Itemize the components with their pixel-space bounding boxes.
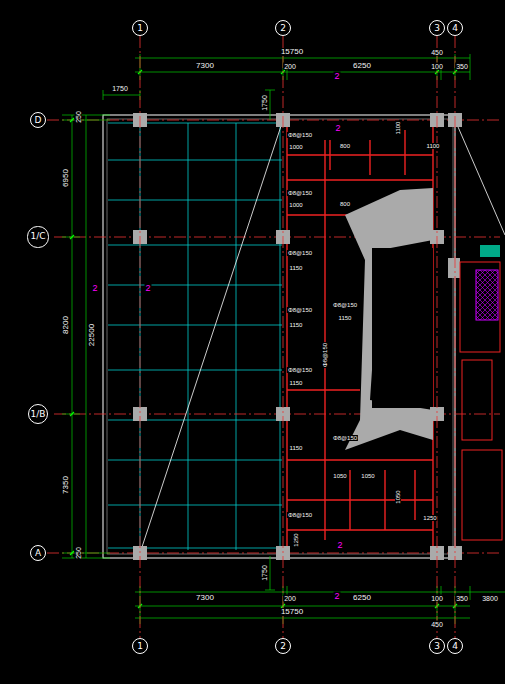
rebar-note: 1150 <box>338 315 353 321</box>
axis-label: 4 <box>452 24 458 33</box>
axis-label: 1 <box>137 642 143 651</box>
dimension-text: 450 <box>430 621 444 628</box>
axis-bubble: 1 <box>132 638 148 654</box>
dimension-text: 15750 <box>280 48 304 56</box>
axis-label: 2 <box>280 642 286 651</box>
dimension-text: 1750 <box>261 564 268 582</box>
axis-bubble: D <box>30 112 46 128</box>
rebar-note: Φ8@150 <box>287 190 313 196</box>
rebar-note: Φ8@150 <box>287 307 313 313</box>
rebar-note: Φ8@150 <box>287 250 313 256</box>
axis-label: 3 <box>434 642 440 651</box>
axis-bubble: 1 <box>132 20 148 36</box>
axis-label: D <box>35 116 42 125</box>
dimension-text: 100 <box>430 63 444 70</box>
dimension-text: 7300 <box>195 594 215 602</box>
axis-label: 3 <box>434 24 440 33</box>
section-mark: 2 <box>336 541 343 550</box>
dimension-text: 1750 <box>111 85 129 92</box>
axis-label: 1 <box>137 24 143 33</box>
rebar-note: Φ8@150 <box>332 302 358 308</box>
rebar-note: 1000 <box>288 144 303 150</box>
dimension-text: 8200 <box>62 315 70 335</box>
dimension-text: 250 <box>75 546 82 560</box>
axis-label: 4 <box>452 642 458 651</box>
dimension-text: 7350 <box>62 475 70 495</box>
rebar-note: 1150 <box>289 322 304 328</box>
dimension-text: 200 <box>283 595 297 602</box>
dimension-text: 3800 <box>481 595 499 602</box>
dimension-text: 350 <box>455 595 469 602</box>
axis-bubble: 3 <box>429 20 445 36</box>
rebar-note: 800 <box>339 201 351 207</box>
dimension-text: 6250 <box>352 594 372 602</box>
dimension-text: 350 <box>455 63 469 70</box>
axis-label: 2 <box>280 24 286 33</box>
rebar-note: 1150 <box>289 445 304 451</box>
rebar-note: 1150 <box>289 380 304 386</box>
axis-line <box>140 36 141 638</box>
axis-label: 1/B <box>31 410 46 419</box>
axis-bubble: 1/C <box>27 226 48 247</box>
axis-bubble: 1/B <box>28 404 49 425</box>
rebar-note: 1050 <box>332 473 347 479</box>
axis-bubble: 2 <box>275 20 291 36</box>
axis-label: 1/C <box>30 232 45 241</box>
axis-line <box>455 36 456 638</box>
rebar-note: 1000 <box>288 202 303 208</box>
dimension-text: 200 <box>283 63 297 70</box>
axis-bubble: 3 <box>429 638 445 654</box>
rebar-note: 1150 <box>289 265 304 271</box>
section-mark: 2 <box>91 284 98 293</box>
rebar-note: Φ8@150 <box>332 435 358 441</box>
rebar-note: Φ8@150 <box>287 132 313 138</box>
dimension-text: 22500 <box>88 323 96 347</box>
rebar-note: Φ8@150 <box>322 342 328 368</box>
axis-line <box>437 36 438 638</box>
axis-line <box>283 36 284 638</box>
rebar-note: 1050 <box>395 489 401 504</box>
dimension-text: 450 <box>430 49 444 56</box>
section-mark: 2 <box>144 284 151 293</box>
axis-bubble: A <box>30 545 46 561</box>
rebar-note: 800 <box>339 143 351 149</box>
dimension-text: 15750 <box>280 608 304 616</box>
rebar-note: 1250 <box>293 532 299 547</box>
dimension-text: 1750 <box>261 94 268 112</box>
dimension-text: 6250 <box>352 62 372 70</box>
dimension-text: 100 <box>430 595 444 602</box>
section-mark: 2 <box>333 592 340 601</box>
rebar-note: Φ8@150 <box>287 512 313 518</box>
axis-label: A <box>35 549 41 558</box>
rebar-note: 1100 <box>426 143 441 149</box>
dimension-text: 250 <box>75 110 82 124</box>
rebar-note: 1100 <box>395 121 401 136</box>
dimension-text: 7300 <box>195 62 215 70</box>
section-mark: 2 <box>333 72 340 81</box>
rebar-note: 1250 <box>422 515 437 521</box>
dimension-text: 6950 <box>62 168 70 188</box>
rebar-note: Φ8@150 <box>287 367 313 373</box>
section-mark: 2 <box>334 124 341 133</box>
axis-bubble: 4 <box>447 20 463 36</box>
axis-bubble: 2 <box>275 638 291 654</box>
rebar-note: 1050 <box>360 473 375 479</box>
axis-bubble: 4 <box>447 638 463 654</box>
